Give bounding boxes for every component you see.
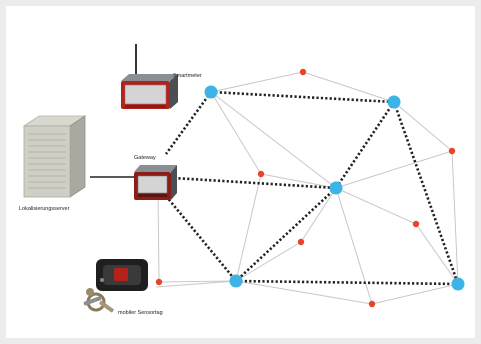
network-diagram: Smartmeter Gateway Lokalisierungsserver … [19, 44, 465, 316]
smartmeter-label: Smartmeter [173, 73, 202, 79]
anchor-node [451, 277, 465, 291]
anchor-node [387, 95, 401, 109]
smartmeter-icon [121, 44, 178, 109]
mobile-node [448, 147, 456, 155]
anchor-nodes [204, 85, 465, 291]
mobile-node [412, 220, 420, 228]
anchor-node [204, 85, 218, 99]
gateway-icon [134, 165, 177, 200]
mobile-node [297, 238, 305, 246]
sensor-tag-label: mobiler Sensortag [118, 310, 163, 316]
mobile-node [368, 300, 376, 308]
thin-links [155, 71, 459, 305]
mobile-nodes [155, 68, 456, 308]
server-icon [22, 115, 87, 198]
main-links [164, 90, 460, 286]
mobile-node [299, 68, 307, 76]
mobile-node [257, 170, 265, 178]
server-label: Lokalisierungsserver [19, 206, 70, 212]
sensor-tag-icon [83, 259, 148, 313]
anchor-node [229, 274, 243, 288]
mobile-node [155, 278, 163, 286]
diagram-canvas: Smartmeter Gateway Lokalisierungsserver … [6, 6, 475, 338]
gateway-label: Gateway [134, 155, 156, 161]
anchor-node [329, 181, 343, 195]
